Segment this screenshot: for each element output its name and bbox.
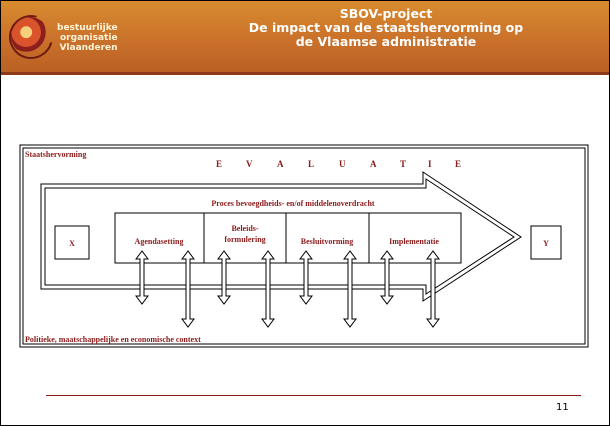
x-label: X xyxy=(69,239,75,248)
evaluatie-letter: I xyxy=(428,159,432,169)
evaluatie-letter: A xyxy=(277,159,284,169)
evaluatie-letter: E xyxy=(455,159,461,169)
evaluatie-letter: U xyxy=(339,159,346,169)
staatshervorming-label: Staatshervorming xyxy=(25,150,86,159)
logo-emblem-icon xyxy=(11,17,49,55)
arrow-group xyxy=(135,250,440,328)
y-label: Y xyxy=(543,239,549,248)
double-arrow-icon xyxy=(299,250,313,305)
phase-besluitvorming: Besluitvorming xyxy=(301,237,353,246)
evaluatie-letter: T xyxy=(400,159,406,169)
slide-title: SBOV-project De impact van de staatsherv… xyxy=(241,7,531,49)
phase-implementatie: Implementatie xyxy=(389,237,439,246)
phase-beleidsformulering-line1: Beleids- xyxy=(231,224,258,233)
bov-logo: bestuurlijke organisatie Vlaanderen xyxy=(1,6,157,68)
evaluatie-letter: L xyxy=(308,159,314,169)
double-arrow-icon xyxy=(181,250,195,328)
title-line-1: SBOV-project xyxy=(339,6,433,21)
phase-beleidsformulering-line2: formulering xyxy=(224,235,265,244)
footer-divider xyxy=(46,395,581,396)
slide-header: bestuurlijke organisatie Vlaanderen SBOV… xyxy=(1,1,609,75)
double-arrow-icon xyxy=(217,250,231,305)
double-arrow-icon xyxy=(261,250,275,328)
logo-line-1: bestuurlijke xyxy=(57,23,118,33)
phase-agendasetting: Agendasetting xyxy=(135,237,184,246)
double-arrow-icon xyxy=(380,250,394,305)
evaluatie-letter: A xyxy=(370,159,377,169)
evaluatie-letter: E xyxy=(216,159,222,169)
logo-line-2: organisatie xyxy=(60,33,118,43)
double-arrow-icon xyxy=(135,250,149,305)
context-label: Politieke, maatschappelijke en economisc… xyxy=(25,335,201,344)
title-line-2: De impact van de staatshervorming op xyxy=(248,20,524,35)
title-line-3: de Vlaamse administratie xyxy=(295,34,477,49)
evaluatie-word: E V A L U A T I E xyxy=(216,159,461,169)
logo-text: bestuurlijke organisatie Vlaanderen xyxy=(57,23,118,53)
double-arrow-icon xyxy=(426,250,440,328)
logo-line-3: Vlaanderen xyxy=(59,43,118,53)
y-box xyxy=(530,225,562,260)
phases-container xyxy=(114,212,462,264)
double-arrow-icon xyxy=(343,250,357,328)
page-number: 11 xyxy=(556,402,569,413)
outer-frame-inner xyxy=(22,147,586,345)
process-arrow-inner xyxy=(44,178,515,295)
x-box xyxy=(54,225,90,260)
proces-label: Proces bevoegdheids- en/of middelenoverd… xyxy=(211,199,375,208)
evaluatie-letter: V xyxy=(246,159,253,169)
